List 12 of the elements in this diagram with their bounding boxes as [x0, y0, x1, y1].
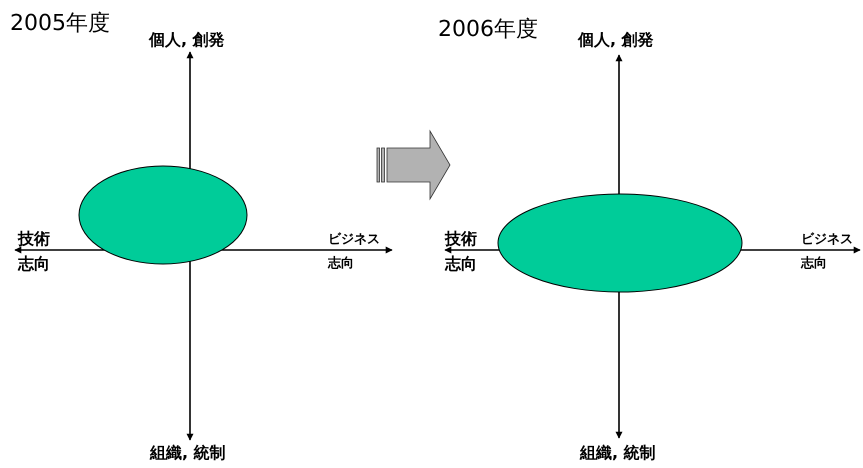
ellipse	[498, 194, 742, 292]
axis-label: ビジネス志向	[801, 231, 854, 273]
year-heading: 2006年度	[438, 16, 538, 44]
axis-label: 技術志向	[18, 228, 51, 275]
axis-label: 個人, 創発	[149, 30, 225, 51]
axis-label: 個人, 創発	[578, 30, 654, 51]
ellipse	[78, 166, 248, 264]
axis-label: 組織, 統制	[580, 443, 656, 464]
year-heading: 2005年度	[10, 10, 110, 38]
axis-label: ビジネス志向	[328, 231, 381, 273]
axis-label: 技術志向	[445, 228, 478, 275]
axis-label: 組織, 統制	[150, 443, 226, 464]
